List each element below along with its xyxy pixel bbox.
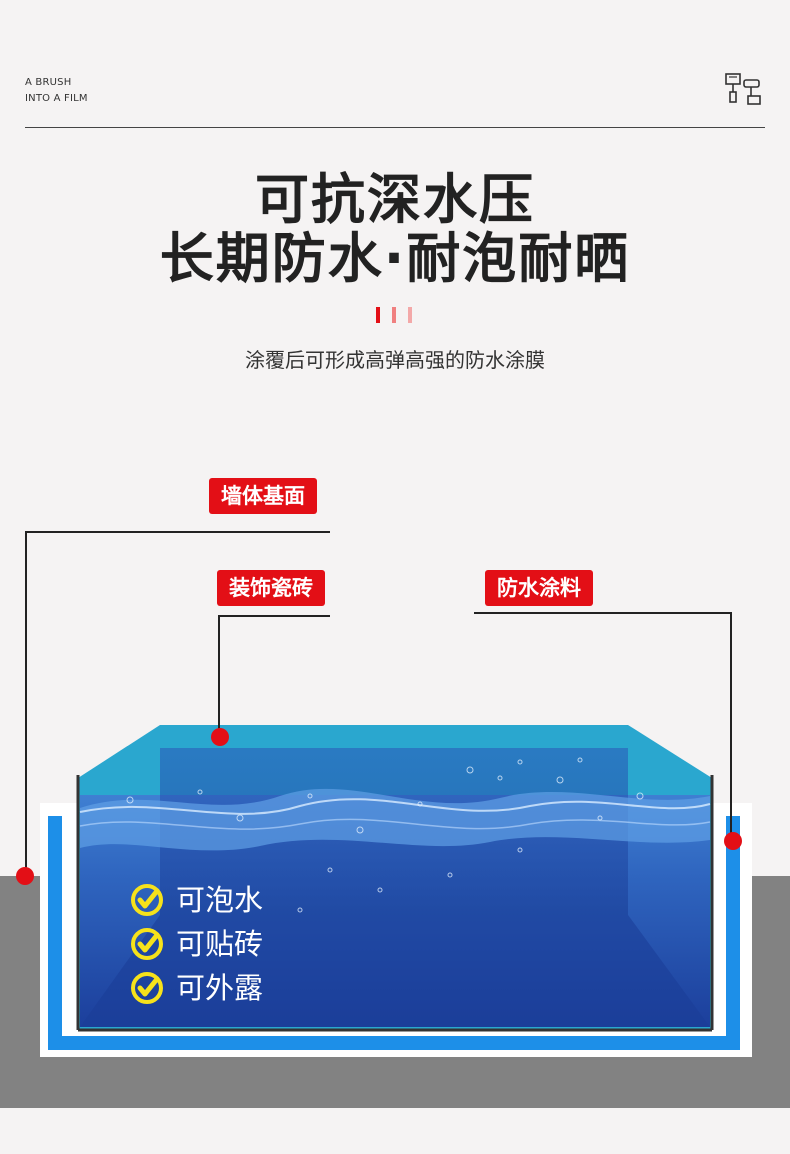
marker-decor-tile [211,728,229,746]
check-circle-icon [131,928,163,960]
brand-line-1: A BRUSH [25,77,72,88]
feature-item: 可外露 [130,966,263,1010]
label-waterproof-coating: 防水涂料 [485,570,593,606]
leader-line-tile-h [218,615,330,617]
leader-line-tile-v [218,615,220,735]
feature-text: 可贴砖 [176,927,264,961]
marker-wall-base [16,867,34,885]
feature-item: 可贴砖 [130,922,263,966]
decorative-bars [376,307,412,323]
subtitle: 涂覆后可形成高弹高强的防水涂膜 [245,348,545,372]
brand-line-2: INTO A FILM [25,93,88,104]
feature-item: 可泡水 [130,878,263,922]
leader-line-coating-h [474,612,732,614]
header-divider [25,127,765,128]
leader-line-wall-h [25,531,330,533]
headline-line-2: 长期防水·耐泡耐晒 [159,227,631,290]
leader-line-coating-v [730,612,732,842]
paint-roller-brush-icon [725,73,761,105]
headline-line-1: 可抗深水压 [255,168,535,231]
pool-cross-section [40,725,752,1057]
check-circle-icon [131,884,163,916]
feature-text: 可泡水 [176,883,264,917]
label-decor-tile: 装饰瓷砖 [217,570,325,606]
brand-tagline: A BRUSH INTO A FILM [25,75,88,107]
label-wall-base: 墙体基面 [209,478,317,514]
leader-line-wall-v [25,531,27,876]
marker-waterproof-coating [724,832,742,850]
feature-text: 可外露 [176,971,264,1005]
check-circle-icon [131,972,163,1004]
feature-list: 可泡水 可贴砖 可外露 [130,878,263,1010]
